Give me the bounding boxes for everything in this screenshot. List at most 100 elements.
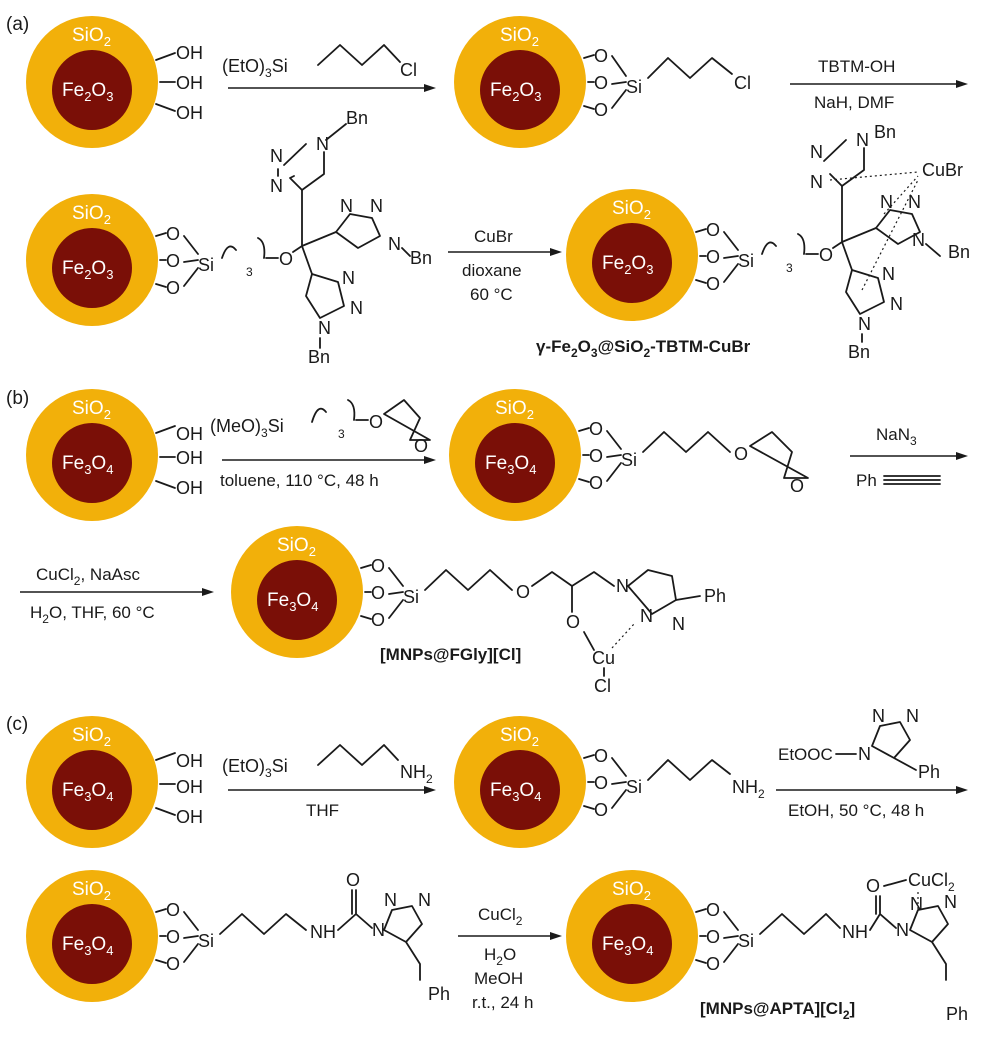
oxygen: O bbox=[594, 46, 608, 66]
reagent-aminosilane: (EtO)3Si bbox=[222, 756, 288, 780]
hydroxyl: OH bbox=[176, 43, 203, 63]
oxygen: O bbox=[589, 419, 603, 439]
arrowhead bbox=[956, 80, 968, 88]
epoxide-oxygen: O bbox=[414, 436, 428, 456]
n-atom: N bbox=[906, 706, 919, 726]
triazole-ring bbox=[845, 269, 885, 315]
silicon: Si bbox=[198, 931, 214, 951]
n-atom: N bbox=[810, 142, 823, 162]
siloxane-bonds bbox=[583, 754, 627, 810]
n-atom: N bbox=[270, 176, 283, 196]
triazole-ring bbox=[871, 721, 917, 771]
n-atom: N bbox=[882, 264, 895, 284]
propyl-chain bbox=[759, 913, 841, 935]
oxygen: O bbox=[706, 954, 720, 974]
svg-text:Fe3O4: Fe3O4 bbox=[602, 934, 653, 958]
oxygen: O bbox=[589, 473, 603, 493]
oh-bonds bbox=[155, 52, 176, 112]
nanoparticle-b1: SiO2 Fe3O4 bbox=[26, 389, 158, 521]
phenyl: Ph bbox=[918, 762, 940, 782]
svg-text:Fe3O4: Fe3O4 bbox=[267, 590, 318, 614]
propyl-chain bbox=[647, 759, 731, 781]
coordination-bond bbox=[611, 623, 635, 649]
silicon: Si bbox=[626, 77, 642, 97]
benzyl: Bn bbox=[308, 347, 330, 367]
amide-nh: NH bbox=[842, 922, 868, 942]
reagent-cucl2-c: CuCl2 bbox=[478, 905, 523, 928]
reagent-nan3: NaN3 bbox=[876, 425, 917, 448]
nanoparticle-c3: SiO2 Fe3O4 bbox=[26, 870, 158, 1002]
svg-text:SiO2: SiO2 bbox=[72, 879, 111, 903]
siloxane-bonds bbox=[695, 908, 739, 964]
siloxane-bonds bbox=[155, 908, 199, 964]
n-atom: N bbox=[318, 318, 331, 338]
svg-text:SiO2: SiO2 bbox=[72, 398, 111, 422]
chain-bracket bbox=[221, 237, 266, 259]
ether-oxygen: O bbox=[369, 412, 383, 432]
phenyl: Ph bbox=[428, 984, 450, 1004]
epoxide-oxygen: O bbox=[790, 476, 804, 496]
oxygen: O bbox=[166, 900, 180, 920]
siloxane-bonds bbox=[155, 232, 199, 288]
alkyne bbox=[883, 475, 941, 485]
chain-bracket bbox=[311, 399, 356, 423]
benzyl: Bn bbox=[948, 242, 970, 262]
n-atom: N bbox=[342, 268, 355, 288]
bond bbox=[583, 631, 595, 651]
reagent-silane-a: (EtO)3Si bbox=[222, 56, 288, 80]
arrowhead bbox=[550, 248, 562, 256]
reagent-phenylacetylene: Ph bbox=[856, 471, 877, 490]
shell-label: SiO2 bbox=[72, 25, 111, 49]
benzyl: Bn bbox=[410, 248, 432, 268]
reagent-etooc: EtOOC bbox=[778, 745, 833, 764]
tertiary-carbon-bonds bbox=[292, 189, 337, 275]
n-atom: N bbox=[270, 146, 283, 166]
oh-bonds bbox=[155, 425, 176, 489]
oxygen: O bbox=[589, 446, 603, 466]
n-atom: N bbox=[858, 744, 871, 764]
svg-text:Fe2O3: Fe2O3 bbox=[62, 258, 113, 282]
nanoparticle-a3: SiO2 Fe2O3 bbox=[26, 194, 158, 326]
product-label-a: γ-Fe2O3@SiO2-TBTM-CuBr bbox=[536, 337, 751, 360]
condition-dioxane: dioxane bbox=[462, 261, 522, 280]
condition-h2o-thf: H2O, THF, 60 °C bbox=[30, 603, 155, 626]
panel-label-a: (a) bbox=[6, 14, 29, 35]
bond bbox=[925, 243, 941, 257]
amine: NH2 bbox=[732, 777, 765, 801]
triazole-ring bbox=[875, 209, 921, 245]
svg-text:SiO2: SiO2 bbox=[612, 198, 651, 222]
oxygen: O bbox=[706, 927, 720, 947]
svg-text:SiO2: SiO2 bbox=[72, 725, 111, 749]
nanoparticle-c2: SiO2 Fe3O4 bbox=[454, 716, 586, 848]
triazole-ring bbox=[829, 147, 865, 187]
svg-text:Fe3O4: Fe3O4 bbox=[62, 453, 113, 477]
reagent-silane-b: (MeO)3Si bbox=[210, 416, 284, 440]
oh-bonds bbox=[155, 752, 176, 816]
hydroxyl: OH bbox=[176, 73, 203, 93]
svg-text:Fe3O4: Fe3O4 bbox=[490, 780, 541, 804]
hydroxyl: OH bbox=[176, 448, 203, 468]
n-atom: N bbox=[912, 230, 925, 250]
n-atom: N bbox=[616, 576, 629, 596]
svg-text:SiO2: SiO2 bbox=[277, 535, 316, 559]
oxygen: O bbox=[706, 220, 720, 240]
svg-text:Fe3O4: Fe3O4 bbox=[485, 453, 536, 477]
hydroxyl: OH bbox=[176, 777, 203, 797]
propyl-chain bbox=[424, 569, 513, 591]
n-atom: N bbox=[372, 920, 385, 940]
glycerol-chain bbox=[531, 571, 615, 613]
oxygen: O bbox=[166, 251, 180, 271]
oxygen: O bbox=[371, 583, 385, 603]
chain-count: 3 bbox=[786, 261, 793, 275]
epoxide bbox=[383, 399, 431, 441]
arrowhead bbox=[956, 786, 968, 794]
oxygen: O bbox=[371, 556, 385, 576]
phenyl: Ph bbox=[946, 1004, 968, 1024]
bond bbox=[277, 143, 307, 177]
silicon: Si bbox=[738, 251, 754, 271]
nanoparticle-a4: SiO2 Fe2O3 bbox=[566, 189, 698, 321]
nanoparticle-a2: SiO2 Fe2O3 bbox=[454, 16, 586, 148]
n-atom: N bbox=[340, 196, 353, 216]
n-atom: N bbox=[856, 130, 869, 150]
svg-text:SiO2: SiO2 bbox=[500, 725, 539, 749]
